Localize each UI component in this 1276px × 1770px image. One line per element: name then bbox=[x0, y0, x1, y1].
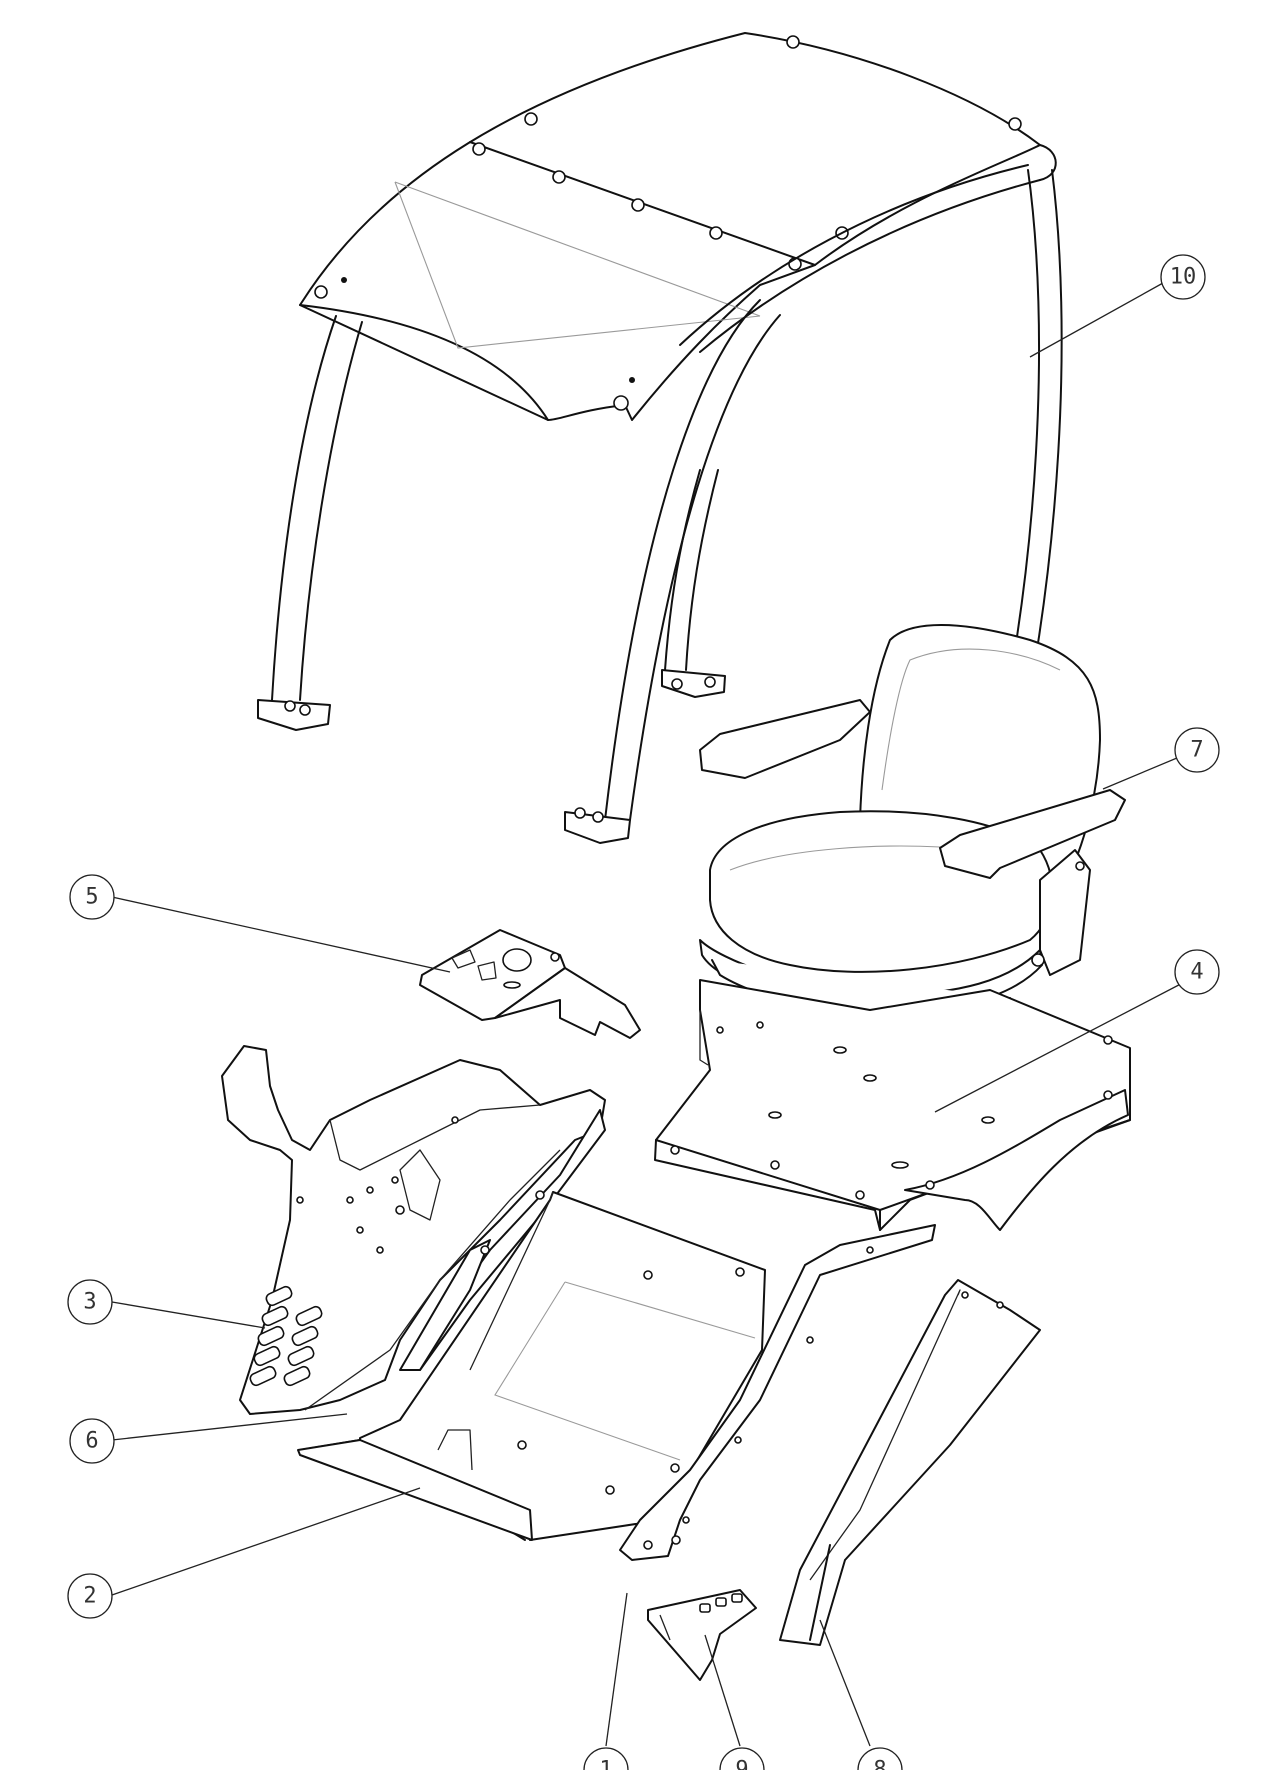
callout-2-label: 2 bbox=[83, 1584, 96, 1609]
callout-9-label: 9 bbox=[735, 1758, 748, 1770]
callout-8-label: 8 bbox=[873, 1758, 886, 1770]
frame-foot-plates bbox=[257, 669, 1006, 844]
callout-1-label: 1 bbox=[599, 1758, 612, 1770]
seat-deck-panel bbox=[654, 979, 1131, 1231]
side-brace bbox=[619, 1224, 936, 1561]
mounting-bracket bbox=[419, 929, 641, 1039]
callout-5: 5 bbox=[69, 874, 115, 920]
operator-seat bbox=[699, 624, 1126, 1023]
callout-3-label: 3 bbox=[83, 1290, 96, 1315]
callout-5-label: 5 bbox=[85, 885, 98, 910]
callout-1: 1 bbox=[583, 1747, 629, 1770]
curved-fender-strip bbox=[779, 1279, 1041, 1646]
callout-10-label: 10 bbox=[1170, 265, 1197, 290]
callout-3: 3 bbox=[67, 1279, 113, 1325]
callout-8: 8 bbox=[857, 1747, 903, 1770]
vent-slots bbox=[249, 1285, 323, 1387]
callout-4-label: 4 bbox=[1190, 960, 1203, 985]
callout-10: 10 bbox=[1160, 254, 1206, 300]
callout-4: 4 bbox=[1174, 949, 1220, 995]
callout-7-label: 7 bbox=[1190, 738, 1203, 763]
callout-7: 7 bbox=[1174, 727, 1220, 773]
callout-6-label: 6 bbox=[85, 1429, 98, 1454]
callout-6: 6 bbox=[69, 1418, 115, 1464]
callout-2: 2 bbox=[67, 1573, 113, 1619]
callout-9: 9 bbox=[719, 1747, 765, 1770]
step-bracket bbox=[647, 1589, 757, 1681]
canopy-roll-frame bbox=[257, 32, 1063, 844]
inner-side-panel bbox=[399, 1109, 606, 1371]
leader-lines bbox=[111, 282, 1197, 1747]
front-console-panel bbox=[221, 1045, 606, 1415]
